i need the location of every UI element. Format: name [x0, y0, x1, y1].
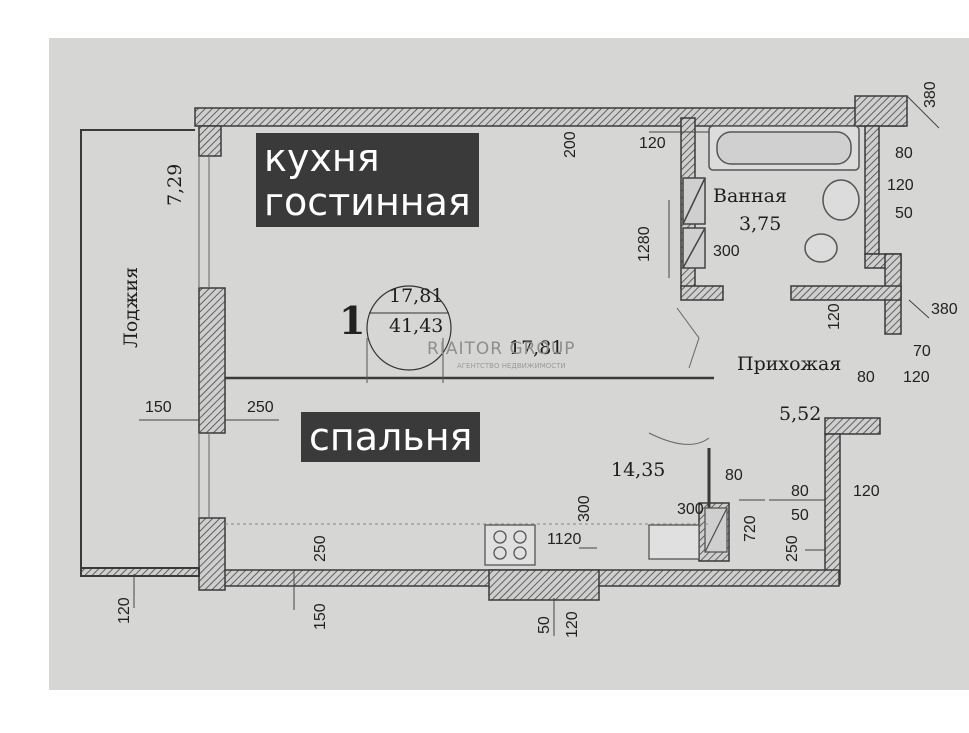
dim-720: 720: [742, 515, 759, 542]
loggia-outline: [80, 129, 200, 577]
dim-120-d: 120: [903, 369, 930, 386]
dim-250-left: 250: [247, 399, 274, 416]
wall-bath-bottom-r: [790, 285, 902, 301]
floor-plan-sheet: Лоджия 7,29 Ванная 3,75 Прихожая 5,52 17…: [49, 38, 969, 690]
dim-120-f: 120: [116, 597, 133, 624]
dim-120-e: 120: [853, 483, 880, 500]
area-bathroom: 3,75: [739, 213, 781, 235]
dim-300-c: 300: [677, 501, 704, 518]
floor-plan-drawing: Лоджия 7,29 Ванная 3,75 Прихожая 5,52 17…: [80, 81, 958, 638]
wall-left-bottom: [198, 517, 226, 591]
wall-bottom-balcony: [488, 569, 600, 601]
room-bathroom: Ванная: [713, 185, 787, 207]
dim-300-a: 300: [713, 243, 740, 260]
dim-120-a: 120: [639, 135, 666, 152]
dim-50-a: 50: [895, 205, 913, 222]
area-loggia: 7,29: [164, 164, 186, 206]
wall-top: [194, 107, 906, 127]
wall-left-top: [198, 125, 222, 157]
apartment-living-area: 17,81: [389, 285, 443, 307]
dimension-lines: [133, 95, 940, 636]
dim-80-a: 80: [895, 145, 913, 162]
watermark-text: RIAITOR GROUP: [427, 339, 576, 359]
dim-250-c: 250: [784, 535, 801, 562]
stove: [484, 507, 728, 566]
label-bedroom: спальня: [301, 412, 481, 462]
dim-1280: 1280: [636, 226, 653, 262]
dim-120-b: 120: [887, 177, 914, 194]
walls: [194, 95, 908, 601]
area-hallway: 5,52: [779, 403, 821, 425]
bathtub: [708, 125, 860, 171]
dim-50-b: 50: [791, 507, 809, 524]
wall-right-lower: [824, 417, 881, 435]
dim-80-d: 80: [791, 483, 809, 500]
dim-80-c: 80: [725, 467, 743, 484]
dim-250-b: 250: [312, 535, 329, 562]
dim-120-c: 120: [826, 303, 843, 330]
wall-bath-bottom-l: [680, 285, 724, 301]
dim-80-b: 80: [857, 369, 875, 386]
dim-300-b: 300: [576, 495, 593, 522]
dim-120-g: 120: [564, 611, 581, 638]
windows: [198, 156, 210, 518]
area-bedroom: 14,35: [611, 459, 665, 481]
dim-200: 200: [562, 131, 579, 158]
area-main: 17,81: [509, 337, 563, 359]
apartment-circle: [366, 285, 452, 371]
dim-150-left: 150: [145, 399, 172, 416]
wall-top-right-stub: [854, 95, 908, 127]
watermark-sub: АГЕНТСТВО НЕДВИЖИМОСТИ: [457, 362, 566, 370]
wall-right-upper: [864, 125, 880, 255]
room-hallway: Прихожая: [737, 353, 841, 375]
dim-380-right: 380: [931, 301, 958, 318]
door-swing: [676, 307, 700, 369]
washbasin: [804, 179, 860, 263]
room-loggia: Лоджия: [120, 267, 142, 348]
label-kitchen-living: кухня гостинная: [256, 133, 479, 227]
apartment-number: 1: [339, 298, 365, 343]
dim-50-c: 50: [536, 616, 553, 634]
dim-380-top: 380: [922, 81, 939, 108]
wall-left-mid: [198, 287, 226, 434]
dim-70: 70: [913, 343, 931, 360]
bath-shafts: [682, 177, 706, 269]
dim-150-bottom: 150: [312, 603, 329, 630]
dim-1120: 1120: [547, 531, 582, 548]
apartment-total-area: 41,43: [389, 315, 443, 337]
wall-right-bottom: [824, 433, 841, 585]
